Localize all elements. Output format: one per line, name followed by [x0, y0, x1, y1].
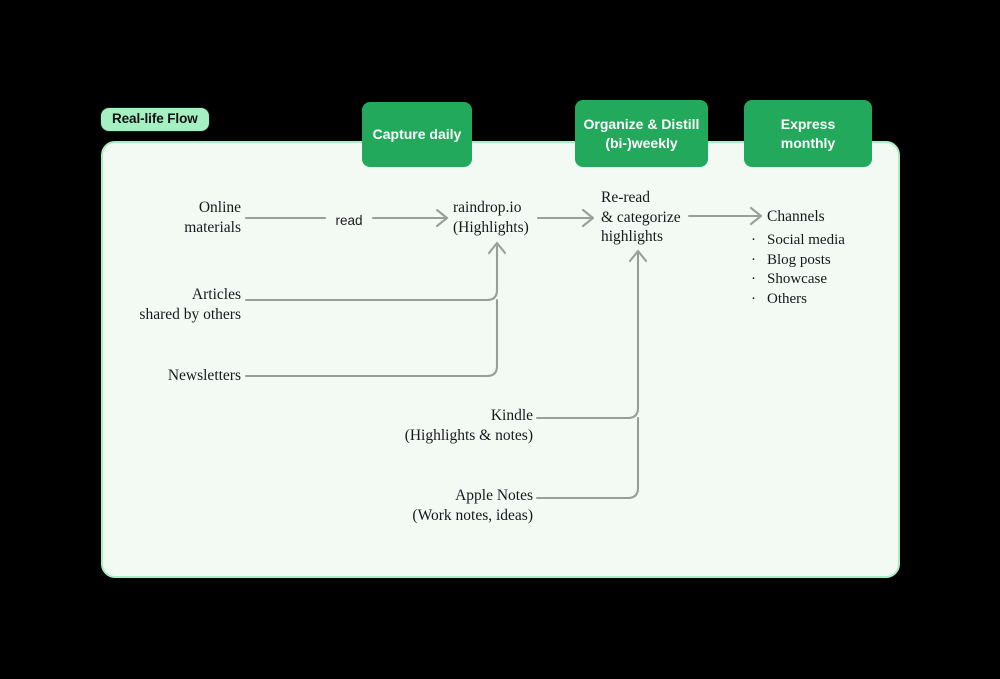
list-item-label: Social media	[767, 232, 845, 248]
node-online-materials: Online materials	[0, 198, 241, 237]
node-kindle-line2: (Highlights & notes)	[404, 426, 533, 444]
node-articles-shared-line2: shared by others	[139, 305, 241, 323]
node-channels: Channels	[767, 208, 825, 225]
bullet-icon: ·	[751, 251, 756, 268]
node-reread-line3: highlights	[601, 228, 664, 245]
stage-box-organize-line1: Organize & Distill	[583, 115, 700, 132]
node-reread-line2: & categorize	[601, 208, 681, 226]
list-item: · Others	[751, 290, 845, 310]
node-online-materials-line2: materials	[184, 218, 241, 236]
node-apple-notes-line1: Apple Notes	[455, 487, 533, 504]
flow-panel	[101, 141, 900, 578]
stage-box-organize-label: Organize & Distill (bi-)weekly	[584, 115, 700, 153]
edge-label-read: read	[335, 213, 363, 228]
list-item: · Blog posts	[751, 251, 845, 271]
list-item: · Social media	[751, 231, 845, 251]
node-newsletters: Newsletters	[167, 367, 241, 384]
channels-list: · Social media · Blog posts · Showcase · Oth…	[751, 231, 845, 309]
list-item-label: Showcase	[767, 271, 827, 288]
list-item: · Showcase	[751, 270, 845, 290]
bullet-icon: ·	[751, 232, 756, 248]
stage-box-organize-line2: (bi-)weekly	[605, 134, 678, 151]
stage-box-express-line1: Express	[780, 115, 836, 132]
stage-box-express[interactable]: Express monthly	[744, 100, 872, 167]
list-item-label: Blog posts	[767, 251, 831, 268]
node-reread-line1: Re-read	[601, 189, 651, 206]
node-online-materials-line1: Online	[198, 199, 241, 216]
flow-tab-label[interactable]: Real-life Flow	[100, 107, 210, 132]
stage-box-capture-label: Capture daily	[372, 126, 462, 142]
node-raindrop: raindrop.io (Highlights)	[453, 198, 529, 237]
node-articles-shared: Articles shared by others	[0, 285, 241, 324]
stage-box-organize[interactable]: Organize & Distill (bi-)weekly	[575, 100, 708, 167]
node-kindle-line1: Kindle	[490, 407, 533, 424]
bullet-icon: ·	[751, 290, 756, 307]
bullet-icon: ·	[751, 271, 756, 288]
node-raindrop-line1: raindrop.io	[453, 199, 522, 216]
stage-box-express-label: Express monthly	[781, 115, 835, 153]
stage-box-express-line2: monthly	[780, 134, 836, 151]
node-apple-notes-line2: (Work notes, ideas)	[412, 506, 533, 524]
stage-box-capture[interactable]: Capture daily	[362, 102, 472, 167]
node-reread: Re-read & categorize highlights	[601, 188, 681, 247]
node-articles-shared-line1: Articles	[191, 286, 241, 303]
node-kindle: Kindle (Highlights & notes)	[260, 406, 533, 445]
node-apple-notes: Apple Notes (Work notes, ideas)	[260, 486, 533, 525]
list-item-label: Others	[767, 290, 807, 307]
node-raindrop-line2: (Highlights)	[453, 218, 529, 236]
